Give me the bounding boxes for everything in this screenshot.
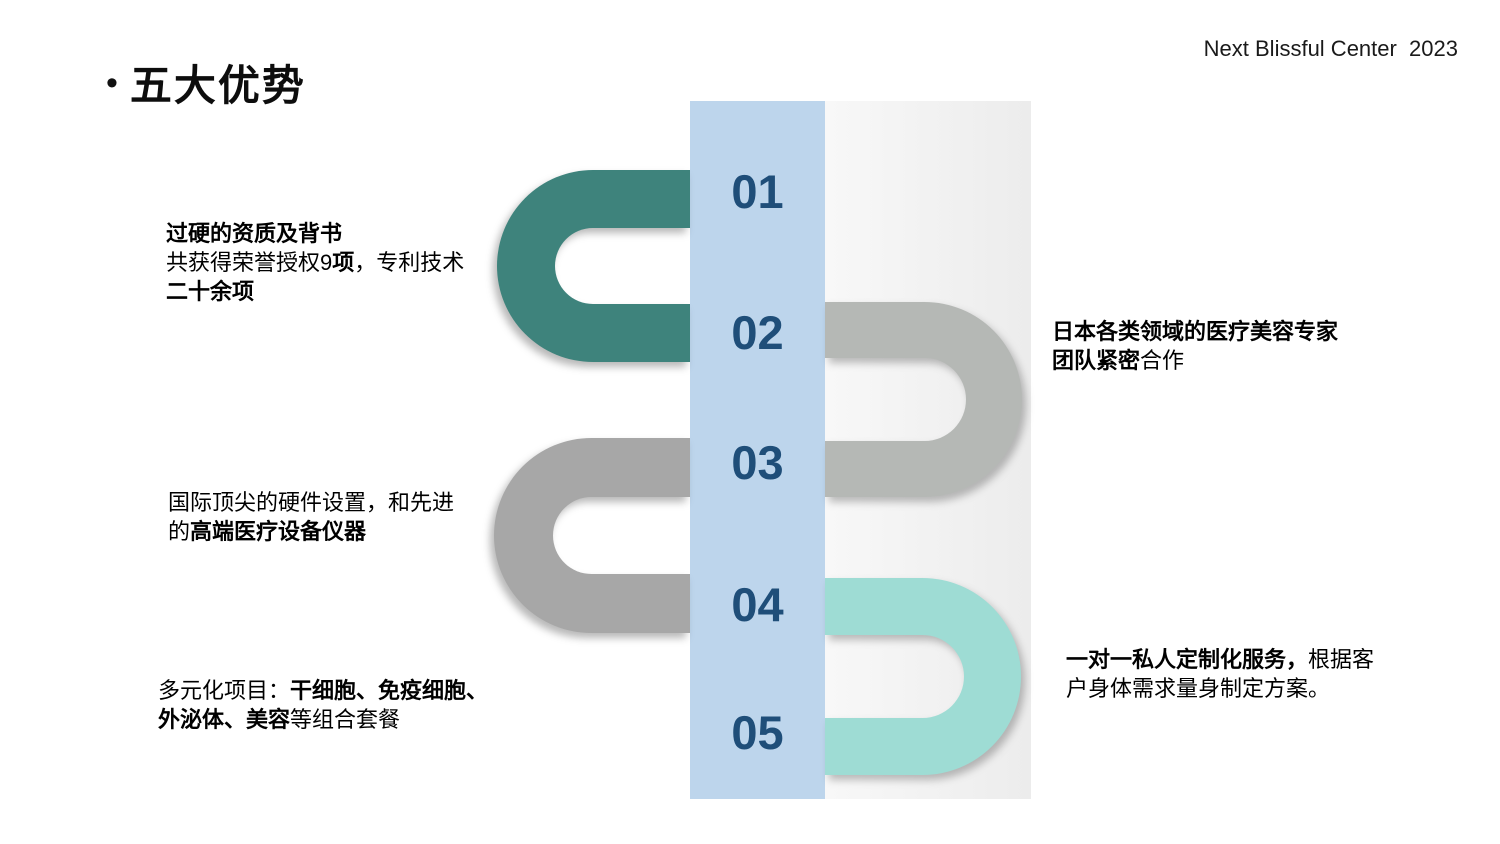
text-run: 根据客 xyxy=(1308,647,1375,672)
text-line: 日本各类领域的医疗美容专家 xyxy=(1052,317,1392,346)
connector-teal-01-02 xyxy=(497,170,690,362)
advantage-text-05: 多元化项目：干细胞、免疫细胞、 外泌体、美容等组合套餐 xyxy=(158,676,498,734)
text-run: 一对一私人定制化服务， xyxy=(1066,647,1309,672)
text-line: 国际顶尖的硬件设置，和先进 xyxy=(168,488,498,517)
text-line: 过硬的资质及背书 xyxy=(166,219,496,248)
connector-gray-02-03 xyxy=(825,302,1022,497)
text-line: 外泌体、美容等组合套餐 xyxy=(158,705,498,734)
text-line: 的高端医疗设备仪器 xyxy=(168,517,498,546)
title-text: 五大优势 xyxy=(129,62,306,109)
text-line: 团队紧密合作 xyxy=(1052,346,1392,375)
text-run: 共获得荣誉授权9 xyxy=(166,250,333,275)
text-run: 团队紧密 xyxy=(1052,348,1141,373)
step-number-05: 05 xyxy=(731,706,784,759)
advantage-text-01: 过硬的资质及背书 共获得荣誉授权9项，专利技术 二十余项 xyxy=(166,219,496,306)
step-number-04: 04 xyxy=(731,578,784,631)
text-run: 的 xyxy=(168,519,191,544)
step-number-03: 03 xyxy=(731,436,784,489)
text-run: 多元化项目： xyxy=(158,678,291,703)
connector-gray-03-04 xyxy=(494,438,690,633)
brand-text: Next Blissful Center 2023 xyxy=(1203,36,1458,61)
text-run: 合作 xyxy=(1140,348,1185,373)
text-run: 日本各类领域的医疗美容专家 xyxy=(1052,319,1339,344)
advantage-text-03: 国际顶尖的硬件设置，和先进 的高端医疗设备仪器 xyxy=(168,488,498,546)
page-title: • 五大优势 xyxy=(106,52,306,113)
text-run: 二十余项 xyxy=(166,279,255,304)
text-run: 过硬的资质及背书 xyxy=(166,221,343,246)
text-line: 二十余项 xyxy=(166,277,496,306)
title-bullet: • xyxy=(106,63,118,102)
advantage-text-02: 日本各类领域的医疗美容专家 团队紧密合作 xyxy=(1052,317,1392,375)
text-line: 户身体需求量身制定方案。 xyxy=(1066,674,1411,703)
text-run: ，专利技术 xyxy=(354,250,465,275)
text-run: 高端医疗设备仪器 xyxy=(190,519,367,544)
advantage-text-04: 一对一私人定制化服务，根据客 户身体需求量身制定方案。 xyxy=(1066,645,1411,703)
step-number-02: 02 xyxy=(731,306,784,359)
step-number-01: 01 xyxy=(731,165,784,218)
text-run: 户身体需求量身制定方案。 xyxy=(1066,676,1331,701)
text-run: 外泌体、美容 xyxy=(158,707,291,732)
text-line: 一对一私人定制化服务，根据客 xyxy=(1066,645,1411,674)
text-run: 干细胞、免疫细胞、 xyxy=(290,678,489,703)
step-number-band xyxy=(690,101,825,799)
text-line: 多元化项目：干细胞、免疫细胞、 xyxy=(158,676,498,705)
text-run: 等组合套餐 xyxy=(290,707,401,732)
text-run: 项 xyxy=(332,250,355,275)
text-line: 共获得荣誉授权9项，专利技术 xyxy=(166,248,496,277)
text-run: 国际顶尖的硬件设置，和先进 xyxy=(168,490,455,515)
connector-mint-04-05 xyxy=(825,578,1021,775)
